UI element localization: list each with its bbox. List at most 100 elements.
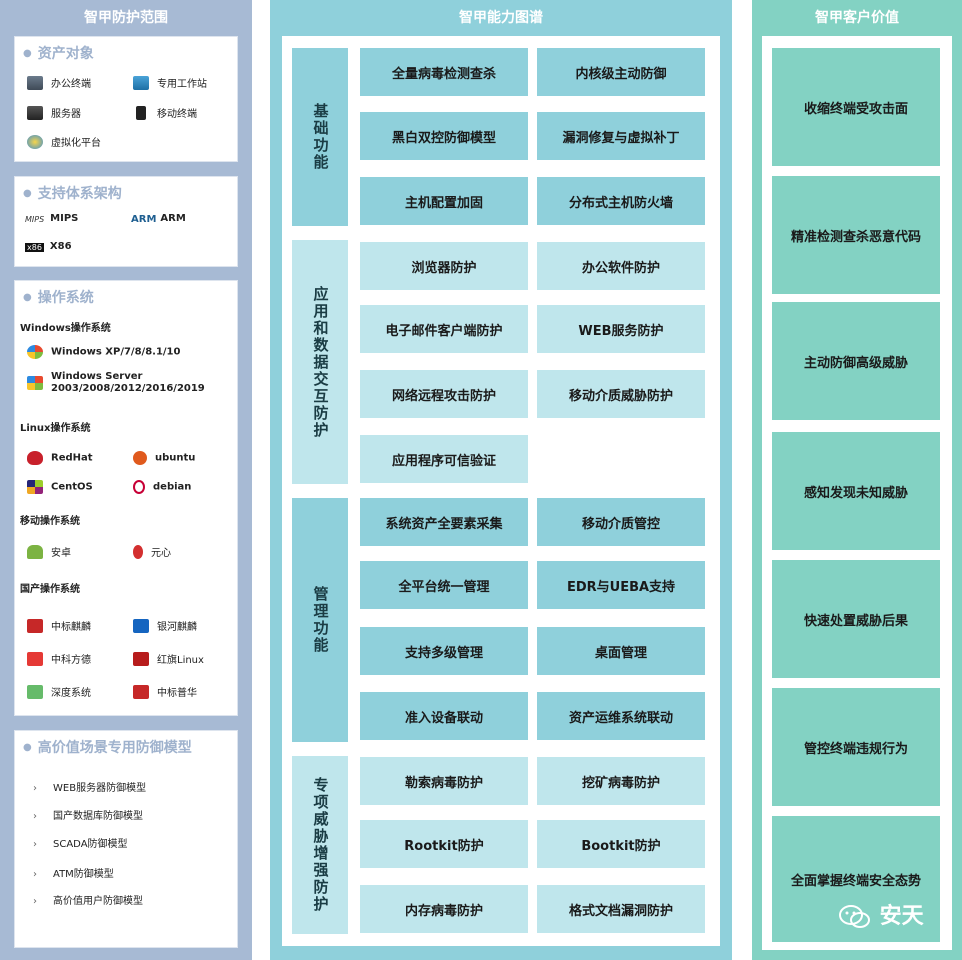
capability-cell: EDR与UEBA支持 [537,561,705,609]
office-terminal-icon [27,75,43,90]
asset-virtualization: 虚拟化平台 [27,134,101,149]
capability-cell: 挖矿病毒防护 [537,757,705,805]
windows-logo-icon [27,345,43,359]
capability-cell: 格式文档漏洞防护 [537,885,705,933]
capability-cell: 内存病毒防护 [360,885,528,933]
value-cell: 快速处置威胁后果 [772,560,940,678]
value-cell: 收缩终端受攻击面 [772,48,940,166]
capability-cell: 网络远程攻击防护 [360,370,528,418]
capability-cell: WEB服务防护 [537,305,705,353]
value-cell: 精准检测查杀恶意代码 [772,176,940,294]
mobile-terminal-icon [136,105,146,120]
virtualization-icon [27,134,43,149]
chevron-right-icon: › [33,839,37,850]
workstation-icon [133,75,149,90]
capability-map-header: 智甲能力图谱 [459,10,543,26]
capability-cell: 应用程序可信验证 [360,435,528,483]
nfs-item: 中科方德 [27,651,91,666]
capability-cell: 漏洞修复与虚拟补丁 [537,112,705,160]
chevron-right-icon: › [33,896,37,907]
models-title: ●高价值场景专用防御模型 [23,740,192,756]
asset-server: 服务器 [27,105,81,120]
capability-cell: Rootkit防护 [360,820,528,868]
customer-value-header: 智甲客户价值 [815,10,899,26]
capability-cell: 黑白双控防御模型 [360,112,528,160]
android-item: 安卓 [27,544,71,559]
wechat-icon [839,905,870,928]
chevron-right-icon: › [33,869,37,880]
redhat-item: RedHat [27,451,93,465]
windows-server-logo-icon [27,376,43,390]
capability-cell: 办公软件防护 [537,242,705,290]
debian-item: debian [133,480,191,494]
capability-cell: 准入设备联动 [360,692,528,740]
watermark: 安天 [838,898,924,930]
windows-xp-item: Windows XP/7/8/8.1/10 [27,345,180,359]
model-item: ›高价值用户防御模型 [33,896,143,907]
mips-logo-icon: MIPS [25,214,45,224]
category-special-threat: 专项威胁增强防护 [292,756,348,934]
capability-cell: 移动介质管控 [537,498,705,546]
capability-cell: 移动介质威胁防护 [537,370,705,418]
architecture-title: ●支持体系架构 [23,186,122,202]
ubuntu-item: ubuntu [133,451,195,465]
nfs-logo-icon [27,651,43,666]
capability-cell: 资产运维系统联动 [537,692,705,740]
model-item: ›SCADA防御模型 [33,839,128,850]
debian-logo-icon [133,480,145,494]
capability-cell: 系统资产全要素采集 [360,498,528,546]
capability-cell: 支持多级管理 [360,627,528,675]
value-cell: 全面掌握终端安全态势 [772,816,940,942]
value-cell: 管控终端违规行为 [772,688,940,806]
centos-logo-icon [27,480,43,494]
x86-logo-icon: x86 [25,242,44,252]
zhongbiao-puhua-logo-icon [133,684,149,699]
models-box: ●高价值场景专用防御模型 ›WEB服务器防御模型 ›国产数据库防御模型 ›SCA… [14,730,238,948]
model-item: ›ATM防御模型 [33,869,114,880]
asset-office-terminal: 办公终端 [27,75,91,90]
value-cell: 主动防御高级威胁 [772,302,940,420]
model-item: ›WEB服务器防御模型 [33,783,147,794]
server-icon [27,105,43,120]
arm-logo-icon: ARM [131,213,157,225]
value-cell: 感知发现未知威胁 [772,432,940,550]
protection-scope-header: 智甲防护范围 [84,10,168,26]
capability-cell: 全量病毒检测查杀 [360,48,528,96]
mobile-os-title: 移动操作系统 [20,516,80,527]
redflag-logo-icon [133,651,149,666]
model-item: ›国产数据库防御模型 [33,811,143,822]
redflag-item: 红旗Linux [133,651,204,666]
category-app-data: 应用和数据交互防护 [292,240,348,484]
capability-cell: 桌面管理 [537,627,705,675]
linux-os-title: Linux操作系统 [20,423,91,434]
assets-box: ●资产对象 办公终端 专用工作站 服务器 移动终端 虚拟化平台 [14,36,238,162]
os-box: ●操作系统 Windows操作系统 Windows XP/7/8/8.1/10 … [14,280,238,716]
deepin-logo-icon [27,684,43,699]
centos-item: CentOS [27,480,93,494]
ubuntu-logo-icon [133,451,147,465]
chevron-right-icon: › [33,811,37,822]
asset-mobile-terminal: 移动终端 [133,105,197,120]
chevron-right-icon: › [33,783,37,794]
category-basic: 基础功能 [292,48,348,226]
yinhe-kylin-logo-icon [133,618,149,633]
yuanxin-logo-icon [133,544,143,559]
capability-cell: 分布式主机防火墙 [537,177,705,225]
capability-cell: 内核级主动防御 [537,48,705,96]
os-title: ●操作系统 [23,290,94,306]
zhongbiao-puhua-item: 中标普华 [133,684,197,699]
capability-cell: 主机配置加固 [360,177,528,225]
assets-title: ●资产对象 [23,46,94,62]
zhongbiao-kylin-logo-icon [27,618,43,633]
capability-cell: 全平台统一管理 [360,561,528,609]
zhongbiao-kylin-item: 中标麒麟 [27,618,91,633]
asset-workstation: 专用工作站 [133,75,207,90]
deepin-item: 深度系统 [27,684,91,699]
capability-cell: 浏览器防护 [360,242,528,290]
windows-os-title: Windows操作系统 [20,323,111,334]
